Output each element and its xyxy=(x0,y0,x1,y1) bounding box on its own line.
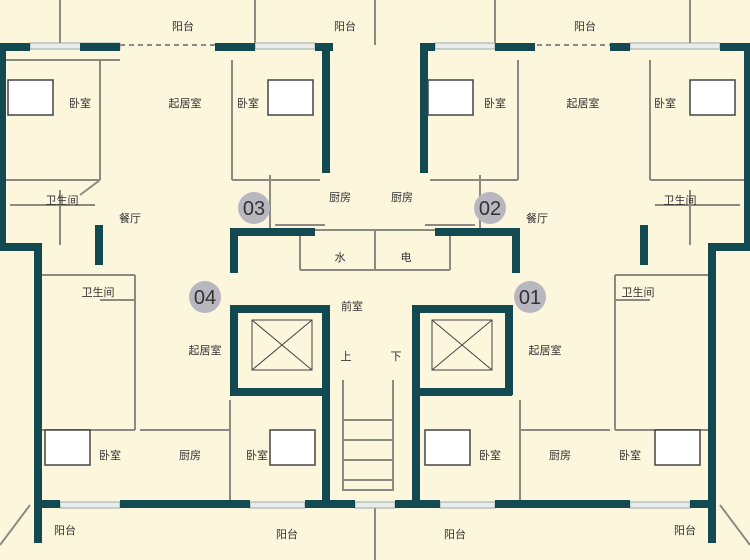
balcony-label: 阳台 xyxy=(574,19,596,33)
walls xyxy=(0,43,750,543)
unit-badge-02: 02 xyxy=(474,192,506,224)
kitchen-label: 厨房 xyxy=(179,449,201,462)
elevator-right xyxy=(431,319,493,371)
living-room-label: 起居室 xyxy=(169,96,202,110)
elevator-left xyxy=(251,319,313,371)
dining-label: 餐厅 xyxy=(526,211,548,225)
kitchen-label: 厨房 xyxy=(391,191,413,204)
bedroom-label: 卧室 xyxy=(479,448,501,462)
electric-label: 电 xyxy=(401,251,412,264)
living-room-label: 起居室 xyxy=(567,96,600,110)
unit-badge-03: 03 xyxy=(238,192,270,224)
balcony-label: 阳台 xyxy=(54,523,76,537)
balcony-label: 阳台 xyxy=(674,523,696,537)
svg-text:01: 01 xyxy=(519,287,541,309)
stairs-up-label: 上 xyxy=(341,350,352,363)
bedroom-label: 卧室 xyxy=(69,96,91,110)
kitchen-label: 厨房 xyxy=(549,449,571,462)
balcony-label: 阳台 xyxy=(334,19,356,33)
living-room-label: 起居室 xyxy=(189,343,222,357)
bedroom-label: 卧室 xyxy=(654,96,676,110)
bathroom-label: 卫生间 xyxy=(82,285,115,299)
bedroom-label: 卧室 xyxy=(619,448,641,462)
bathroom-label: 卫生间 xyxy=(622,285,655,299)
kitchen-label: 厨房 xyxy=(329,191,351,204)
bedroom-label: 卧室 xyxy=(237,96,259,110)
unit-badge-04: 04 xyxy=(189,281,221,313)
bedroom-label: 卧室 xyxy=(484,96,506,110)
stairs-down-label: 下 xyxy=(391,350,402,363)
svg-text:02: 02 xyxy=(479,198,501,220)
bathroom-label: 卫生间 xyxy=(46,193,79,207)
svg-text:04: 04 xyxy=(194,287,216,309)
room-labels: 阳台 阳台 阳台 卧室 起居室 卧室 卧室 起居室 卧室 卫生间 餐厅 厨房 厨… xyxy=(46,19,697,541)
balcony-label: 阳台 xyxy=(172,19,194,33)
bathroom-label: 卫生间 xyxy=(664,193,697,207)
living-room-label: 起居室 xyxy=(529,343,562,357)
lobby-label: 前室 xyxy=(341,299,363,313)
unit-badge-01: 01 xyxy=(514,281,546,313)
bedroom-label: 卧室 xyxy=(99,448,121,462)
bed-icons xyxy=(7,79,736,466)
bedroom-label: 卧室 xyxy=(246,448,268,462)
balcony-label: 阳台 xyxy=(444,527,466,541)
dining-label: 餐厅 xyxy=(119,211,141,225)
svg-text:03: 03 xyxy=(243,198,265,220)
balcony-label: 阳台 xyxy=(276,527,298,541)
water-label: 水 xyxy=(335,251,346,264)
